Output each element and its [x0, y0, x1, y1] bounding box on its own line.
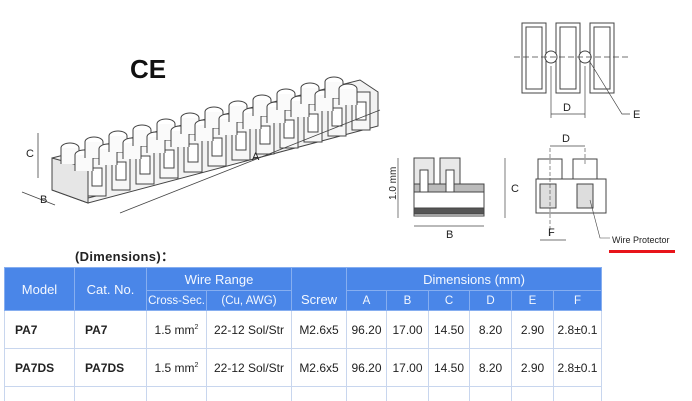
col-wire-range: Wire Range: [146, 267, 292, 291]
cell-screw: M2.6x5: [291, 348, 347, 387]
col-awg: (Cu, AWG): [206, 290, 292, 311]
cell-awg: 22-12 Sol/Str: [206, 310, 292, 349]
ce-mark-icon: CE: [130, 54, 166, 84]
dim-label-c: C: [26, 148, 34, 160]
col-dimensions: Dimensions (mm): [346, 267, 602, 291]
cell-dim-c: 14.50: [428, 348, 470, 387]
dim-label-a: A: [252, 151, 260, 163]
top-dim-label-d: D: [563, 102, 571, 114]
cell-cross-sec: 1.5 mm2: [146, 310, 207, 349]
cell-dim-d: 8.20: [469, 348, 512, 387]
wire-protector-label: Wire Protector: [612, 235, 670, 245]
front-view-diagram: [535, 145, 610, 241]
top-dim-label-e: E: [633, 109, 640, 121]
side-dim-label-b: B: [446, 229, 453, 241]
cell-dim-d: 8.20: [469, 310, 512, 349]
wire-protector-highlight: [609, 250, 675, 253]
cell-dim-a: 96.20: [346, 310, 387, 349]
col-cross-sec: Cross-Sec.: [146, 290, 207, 311]
col-dim-a: A: [346, 290, 387, 311]
cell-dim-b: 17.00: [386, 310, 429, 349]
side-dim-label-c: C: [511, 183, 519, 195]
cell-dim-e: 2.90: [511, 310, 554, 349]
table-row: PA7DS PA7DS 1.5 mm2 22-12 Sol/Str M2.6x5…: [4, 348, 602, 387]
front-dim-label-f: F: [548, 227, 555, 239]
terminal-block-diagrams: CE: [21, 22, 670, 245]
col-cat-no: Cat. No.: [74, 267, 147, 311]
cell-dim-e: 2.90: [511, 348, 554, 387]
col-dim-b: B: [386, 290, 429, 311]
cell-cat-no: PA7DS: [74, 348, 147, 387]
table-row: PA7 PA7 1.5 mm2 22-12 Sol/Str M2.6x5 96.…: [4, 310, 602, 349]
cell-cross-sec: 1.5 mm2: [146, 348, 207, 387]
cell-dim-f: 2.8±0.1: [553, 310, 602, 349]
table-row-partial: [4, 386, 602, 401]
front-dim-label-d: D: [562, 133, 570, 145]
cell-dim-b: 17.00: [386, 348, 429, 387]
cell-model: PA7: [4, 310, 75, 349]
technical-drawing: CE: [21, 22, 670, 245]
col-screw: Screw: [291, 267, 347, 311]
cell-screw: M2.6x5: [291, 310, 347, 349]
col-dim-e: E: [511, 290, 554, 311]
cell-model: PA7DS: [4, 348, 75, 387]
col-model: Model: [4, 267, 75, 311]
cell-awg: 22-12 Sol/Str: [206, 348, 292, 387]
dimensions-table: Model Cat. No. Wire Range Screw Dimensio…: [4, 267, 602, 401]
cell-cat-no: PA7: [74, 310, 147, 349]
col-dim-d: D: [469, 290, 512, 311]
iso-dimension-lines: [21, 109, 381, 214]
top-view-diagram: [514, 22, 630, 118]
col-dim-c: C: [428, 290, 470, 311]
cell-dim-a: 96.20: [346, 348, 387, 387]
height-label: 1.0 mm: [388, 167, 399, 200]
section-title: (Dimensions)：: [75, 249, 175, 264]
cell-dim-c: 14.50: [428, 310, 470, 349]
side-view-diagram: [397, 157, 506, 227]
cell-dim-f: 2.8±0.1: [553, 348, 602, 387]
col-dim-f: F: [553, 290, 602, 311]
dim-label-b: B: [40, 194, 47, 206]
